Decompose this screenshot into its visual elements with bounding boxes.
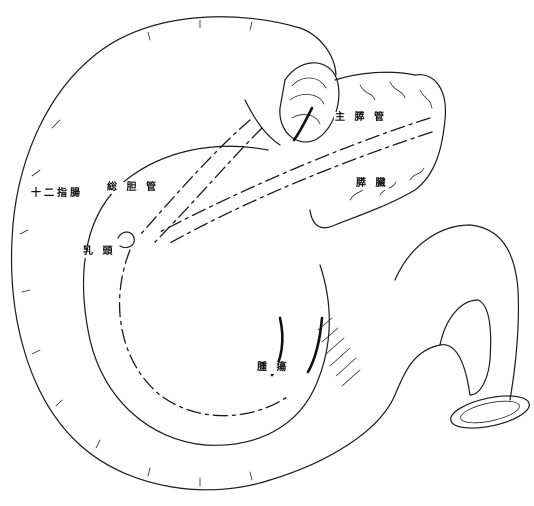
label-tumor: 腫 瘍 xyxy=(256,362,290,374)
tumor-hatching xyxy=(318,318,360,386)
label-common-bile-duct: 総 胆 管 xyxy=(106,182,160,194)
jejunum-lower-wall xyxy=(440,300,491,395)
label-duodenum: 十二指腸 xyxy=(30,188,84,200)
jejunum-opening-distal xyxy=(448,390,532,434)
main-pancreatic-duct-wall-a xyxy=(160,118,430,232)
jejunum-opening-inner xyxy=(459,397,521,427)
pancreas-body xyxy=(310,72,445,227)
jejunum-upper-wall xyxy=(395,225,518,400)
label-pancreas: 膵 臓 xyxy=(355,178,389,190)
duodenum-upper-bend xyxy=(245,28,336,145)
label-main-pancreatic-duct: 主 膵 管 xyxy=(334,112,388,124)
duodenum-opening-proximal xyxy=(280,63,339,142)
common-bile-duct-wall-b xyxy=(155,128,262,242)
duodenum-outer-wall xyxy=(12,17,470,490)
papilla-mark xyxy=(118,232,134,248)
pancreatic-duct-stricture xyxy=(294,108,312,140)
duodenal-lumen-outline xyxy=(120,250,290,416)
common-bile-duct-wall-a xyxy=(140,120,250,235)
main-pancreatic-duct-wall-b xyxy=(168,132,432,244)
label-papilla: 乳 頭 xyxy=(82,246,116,258)
